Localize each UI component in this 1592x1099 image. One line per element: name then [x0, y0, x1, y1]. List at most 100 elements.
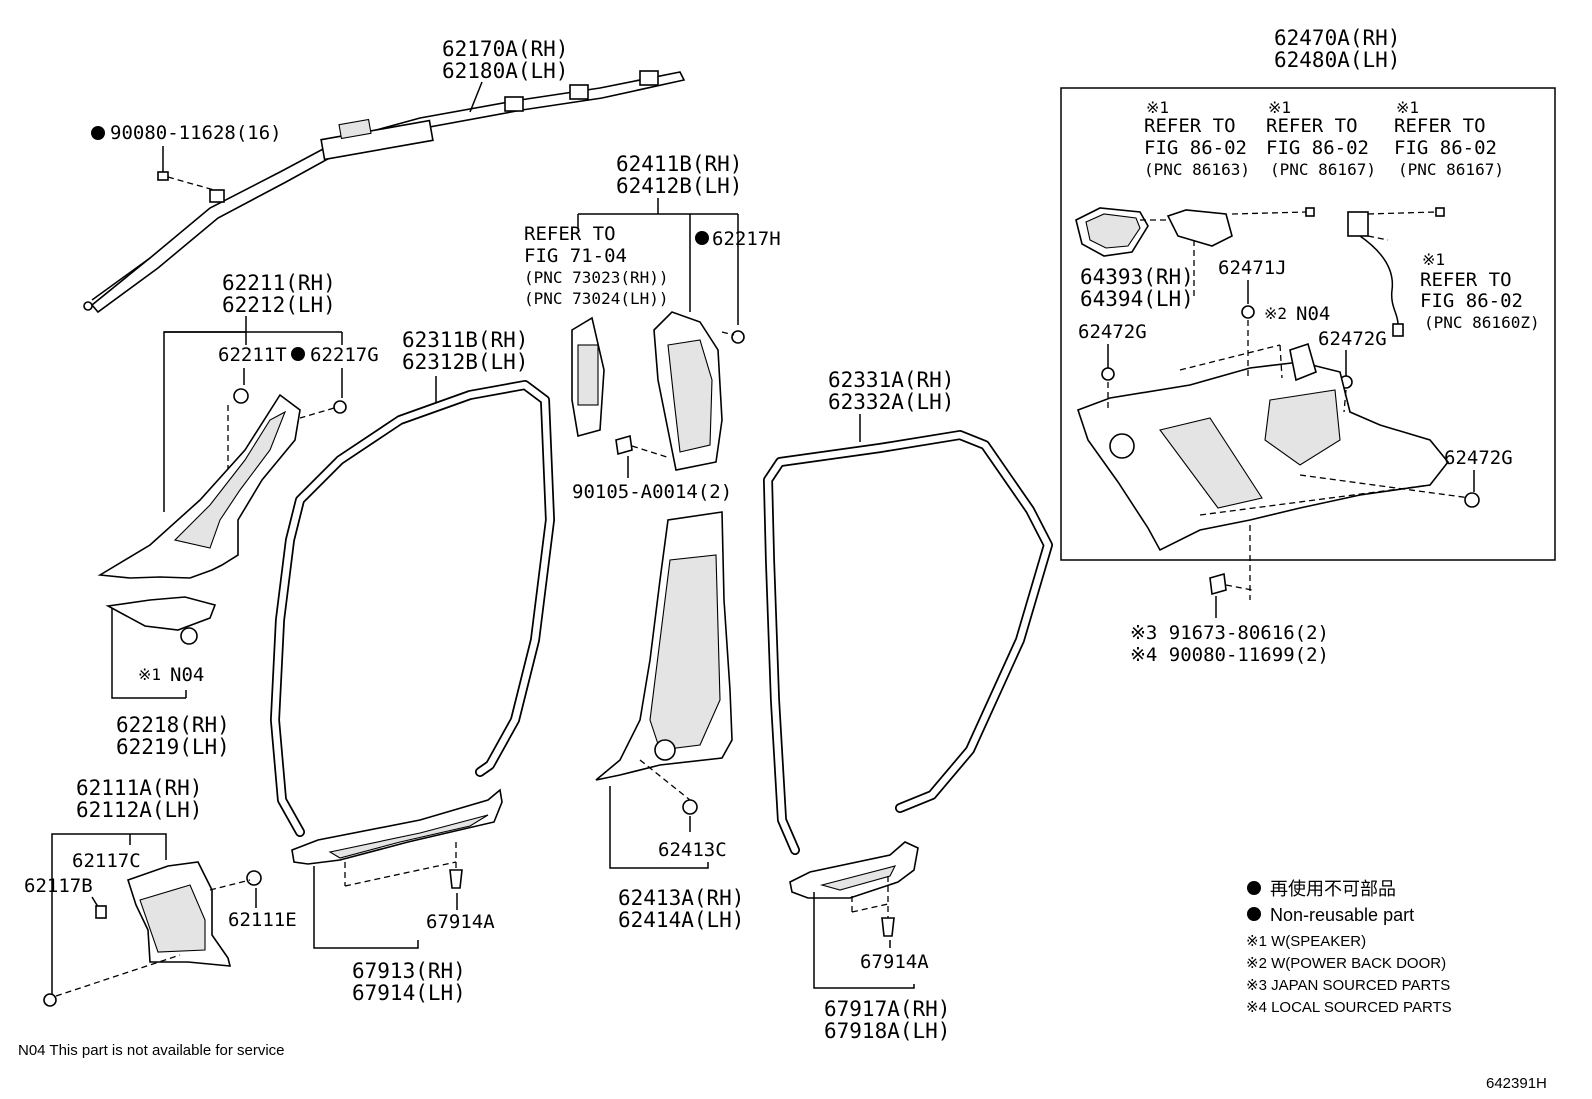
label-scuff-rear-lh: 67918A(LH)	[824, 1019, 950, 1043]
footnote: N04 This part is not available for servi…	[18, 1042, 285, 1059]
legend-note-1: ※1 W(SPEAKER)	[1246, 933, 1366, 950]
label-scuff-front-lh: 67914(LH)	[352, 981, 466, 1005]
figure-id: 642391H	[1486, 1075, 1547, 1092]
label-b-lower-rh: 62413A(RH)	[618, 886, 744, 910]
label-bolt-90105: 90105-A0014(2)	[572, 481, 732, 503]
label-clip-62217g: 62217G	[310, 344, 379, 366]
clip-icon	[227, 388, 347, 470]
clip-icon	[1101, 367, 1115, 381]
label-grille-lh: 64394(LH)	[1080, 287, 1194, 311]
label-airbag-lh: 62180A(LH)	[442, 59, 568, 83]
label-a-lower-lh: 62219(LH)	[116, 735, 230, 759]
label-weather-rear-rh: 62331A(RH)	[828, 368, 954, 392]
non-reusable-dot	[695, 231, 709, 245]
label-ref3-l2: FIG 86-02	[1394, 137, 1497, 159]
label-refer-71-04-l3: (PNC 73023(RH))	[524, 268, 669, 287]
label-ref4-l3: (PNC 86160Z)	[1424, 313, 1540, 332]
legend-note-2: ※2 W(POWER BACK DOOR)	[1246, 955, 1446, 972]
label-n04-a: N04	[170, 664, 204, 686]
non-reusable-dot	[291, 347, 305, 361]
label-clip-67914a-1: 67914A	[426, 911, 495, 933]
quarter-trim-group-box	[1060, 87, 1556, 561]
bolt-icon	[1209, 572, 1253, 596]
clip-icon	[1464, 492, 1480, 508]
non-reusable-dot	[1247, 881, 1261, 895]
tweeter-bracket	[1166, 207, 1315, 300]
label-ref2-l1: REFER TO	[1266, 115, 1358, 137]
label-a-lower-rh: 62218(RH)	[116, 713, 230, 737]
label-cowl-rh: 62111A(RH)	[76, 776, 202, 800]
label-b-upper-lh: 62412B(LH)	[616, 174, 742, 198]
label-refer-71-04-l4: (PNC 73024(LH))	[524, 289, 669, 308]
speaker-grille	[1075, 207, 1149, 257]
speaker-wiring	[1347, 207, 1445, 337]
front-scuff-plate	[291, 788, 503, 889]
label-airbag-rh: 62170A(RH)	[442, 37, 568, 61]
label-a-pillar-lh: 62212(LH)	[222, 293, 336, 317]
label-ref2-mark: ※1	[1268, 98, 1291, 117]
label-weather-front-rh: 62311B(RH)	[402, 328, 528, 352]
label-weather-rear-lh: 62332A(LH)	[828, 390, 954, 414]
legend-jp: 再使用不可部品	[1270, 879, 1396, 899]
label-n04-b: N04	[1296, 303, 1330, 325]
quarter-trim-panel	[1076, 320, 1471, 600]
label-clip-62117b: 62117B	[24, 875, 93, 897]
label-a-pillar-rh: 62211(RH)	[222, 271, 336, 295]
curtain-airbag	[83, 70, 686, 314]
non-reusable-dot	[91, 126, 105, 140]
legend: 再使用不可部品 Non-reusable part ※1 W(SPEAKER) …	[1246, 879, 1452, 1016]
label-ref4-l2: FIG 86-02	[1420, 290, 1523, 312]
leader-airbag	[469, 81, 483, 113]
label-bolt-90080-11628: 90080-11628(16)	[110, 122, 282, 144]
label-clip-62472g-1: 62472G	[1078, 321, 1147, 343]
label-ref1-l2: FIG 86-02	[1144, 137, 1247, 159]
label-ref1-l1: REFER TO	[1144, 115, 1236, 137]
label-scuff-rear-rh: 67917A(RH)	[824, 997, 950, 1021]
a-pillar-trim	[97, 393, 301, 579]
legend-note-3: ※3 JAPAN SOURCED PARTS	[1246, 977, 1450, 994]
label-bolt-90080-11699: ※4 90080-11699(2)	[1130, 644, 1329, 666]
label-ref1-mark: ※1	[1146, 98, 1169, 117]
b-pillar-lower-trim	[595, 511, 733, 815]
label-clip-62217h: 62217H	[712, 228, 781, 250]
label-clip-67914a-2: 67914A	[860, 951, 929, 973]
label-ref3-mark: ※1	[1396, 98, 1419, 117]
label-clip-62471j: 62471J	[1218, 257, 1287, 279]
label-ref3-l1: REFER TO	[1394, 115, 1486, 137]
label-ref4-mark: ※1	[1422, 250, 1445, 269]
label-clip-62413c: 62413C	[658, 839, 727, 861]
rear-scuff-plate	[789, 841, 919, 937]
front-door-weatherstrip	[270, 380, 555, 837]
label-refer-71-04-l2: FIG 71-04	[524, 245, 627, 267]
label-b-upper-rh: 62411B(RH)	[616, 152, 742, 176]
bolt-icon	[615, 434, 671, 459]
bolt-icon	[157, 171, 215, 191]
label-refer-71-04-l1: REFER TO	[524, 223, 616, 245]
label-clip-62111e: 62111E	[228, 909, 297, 931]
label-clip-62472g-3: 62472G	[1444, 447, 1513, 469]
label-quarter-lh: 62480A(LH)	[1274, 48, 1400, 72]
label-b-lower-lh: 62414A(LH)	[618, 908, 744, 932]
b-pillar-upper-trim	[653, 311, 745, 471]
label-quarter-rh: 62470A(RH)	[1274, 26, 1400, 50]
label-ref4-l1: REFER TO	[1420, 269, 1512, 291]
label-ref3-l3: (PNC 86167)	[1398, 160, 1504, 179]
rear-door-weatherstrip	[763, 430, 1053, 855]
legend-note-4: ※4 LOCAL SOURCED PARTS	[1246, 999, 1452, 1016]
cowl-side-trim	[43, 861, 262, 1007]
label-ref2-l3: (PNC 86167)	[1270, 160, 1376, 179]
label-clip-62472g-2: 62472G	[1318, 328, 1387, 350]
label-ref1-l3: (PNC 86163)	[1144, 160, 1250, 179]
label-ref2-l2: FIG 86-02	[1266, 137, 1369, 159]
label-clip-62117c: 62117C	[72, 850, 141, 872]
a-pillar-lower-trim	[105, 596, 217, 645]
b-pillar-belt-anchor	[571, 316, 605, 438]
label-grille-rh: 64393(RH)	[1080, 265, 1194, 289]
label-bolt-91673: ※3 91673-80616(2)	[1130, 622, 1329, 644]
label-weather-front-lh: 62312B(LH)	[402, 350, 528, 374]
label-cowl-lh: 62112A(LH)	[76, 798, 202, 822]
label-n04-a-note: ※1	[138, 665, 161, 684]
non-reusable-dot	[1247, 907, 1261, 921]
label-n04-b-note: ※2	[1264, 304, 1287, 323]
